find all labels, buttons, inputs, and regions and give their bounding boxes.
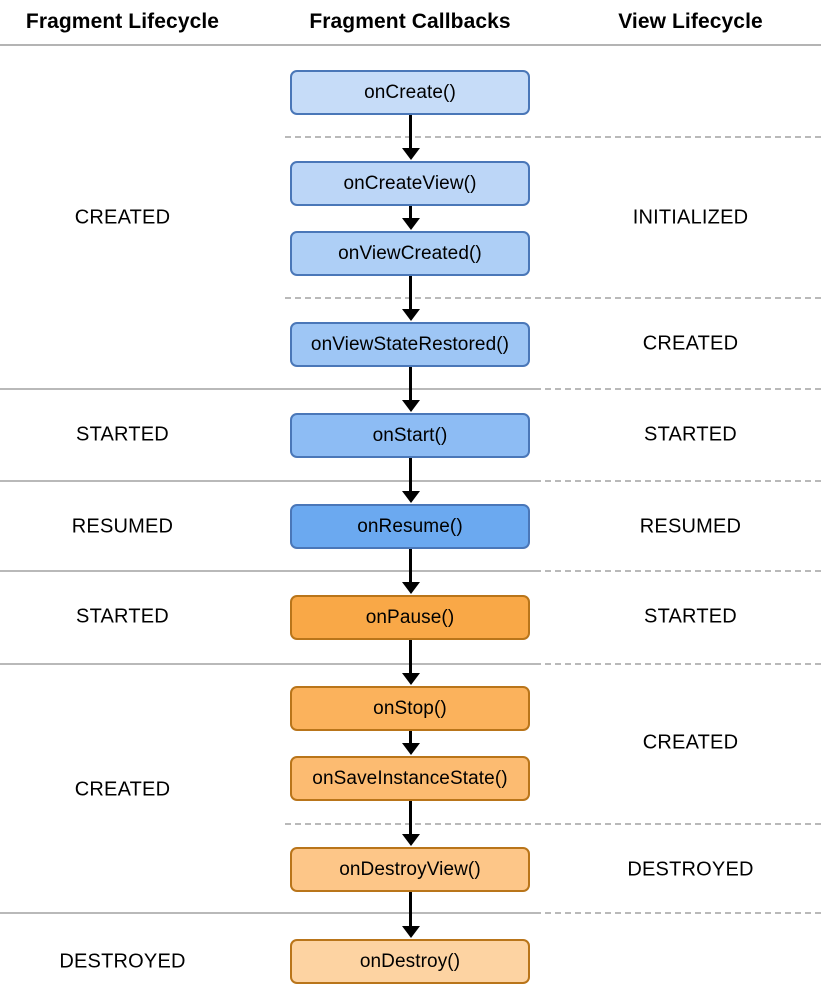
flow-arrow-8 — [409, 801, 412, 835]
fragment-state-divider-0 — [0, 388, 536, 390]
callback-box-onresume[interactable]: onResume() — [290, 504, 530, 549]
callback-box-ondestroy[interactable]: onDestroy() — [290, 939, 530, 984]
fragment-state-destroyed-5: DESTROYED — [59, 950, 186, 973]
fragment-state-started-3: STARTED — [76, 605, 169, 628]
view-state-divider-3 — [285, 480, 821, 482]
callback-box-onviewcreated[interactable]: onViewCreated() — [290, 231, 530, 276]
view-state-divider-6 — [285, 823, 821, 825]
flow-arrow-3 — [409, 367, 412, 401]
header-divider — [0, 44, 821, 46]
fragment-state-divider-3 — [0, 663, 536, 665]
view-state-divider-1 — [285, 297, 821, 299]
view-state-divider-5 — [285, 663, 821, 665]
callback-box-ondestroyview[interactable]: onDestroyView() — [290, 847, 530, 892]
flow-arrow-2 — [409, 276, 412, 310]
fragment-state-created-0: CREATED — [74, 206, 171, 229]
view-state-created-1: CREATED — [642, 332, 739, 355]
view-state-started-4: STARTED — [644, 605, 737, 628]
view-state-resumed-3: RESUMED — [639, 515, 742, 538]
fragment-state-divider-4 — [0, 912, 536, 914]
callback-box-onviewstaterestored[interactable]: onViewStateRestored() — [290, 322, 530, 367]
column-header-fragment-callbacks: Fragment Callbacks — [309, 10, 511, 33]
view-state-started-2: STARTED — [644, 423, 737, 446]
flow-arrow-5 — [409, 549, 412, 583]
flow-arrow-7 — [409, 731, 412, 744]
view-state-created-5: CREATED — [642, 731, 739, 754]
column-header-fragment-lifecycle: Fragment Lifecycle — [25, 10, 220, 33]
flow-arrow-4 — [409, 458, 412, 492]
flow-arrow-1 — [409, 206, 412, 219]
flow-arrow-0 — [409, 115, 412, 149]
view-state-divider-0 — [285, 136, 821, 138]
callback-box-oncreateview[interactable]: onCreateView() — [290, 161, 530, 206]
flow-arrow-9 — [409, 892, 412, 927]
view-state-destroyed-6: DESTROYED — [627, 858, 754, 881]
fragment-state-started-1: STARTED — [76, 423, 169, 446]
fragment-state-created-4: CREATED — [74, 778, 171, 801]
callback-box-onstart[interactable]: onStart() — [290, 413, 530, 458]
view-state-divider-7 — [285, 912, 821, 914]
callback-box-onpause[interactable]: onPause() — [290, 595, 530, 640]
fragment-state-resumed-2: RESUMED — [71, 515, 174, 538]
callback-box-oncreate[interactable]: onCreate() — [290, 70, 530, 115]
view-state-divider-4 — [285, 570, 821, 572]
callback-box-onstop[interactable]: onStop() — [290, 686, 530, 731]
fragment-state-divider-2 — [0, 570, 536, 572]
flow-arrow-6 — [409, 640, 412, 674]
view-state-initialized-0: INITIALIZED — [632, 206, 749, 229]
callback-box-onsaveinstancestate[interactable]: onSaveInstanceState() — [290, 756, 530, 801]
column-header-view-lifecycle: View Lifecycle — [618, 10, 763, 33]
fragment-state-divider-1 — [0, 480, 536, 482]
view-state-divider-2 — [285, 388, 821, 390]
